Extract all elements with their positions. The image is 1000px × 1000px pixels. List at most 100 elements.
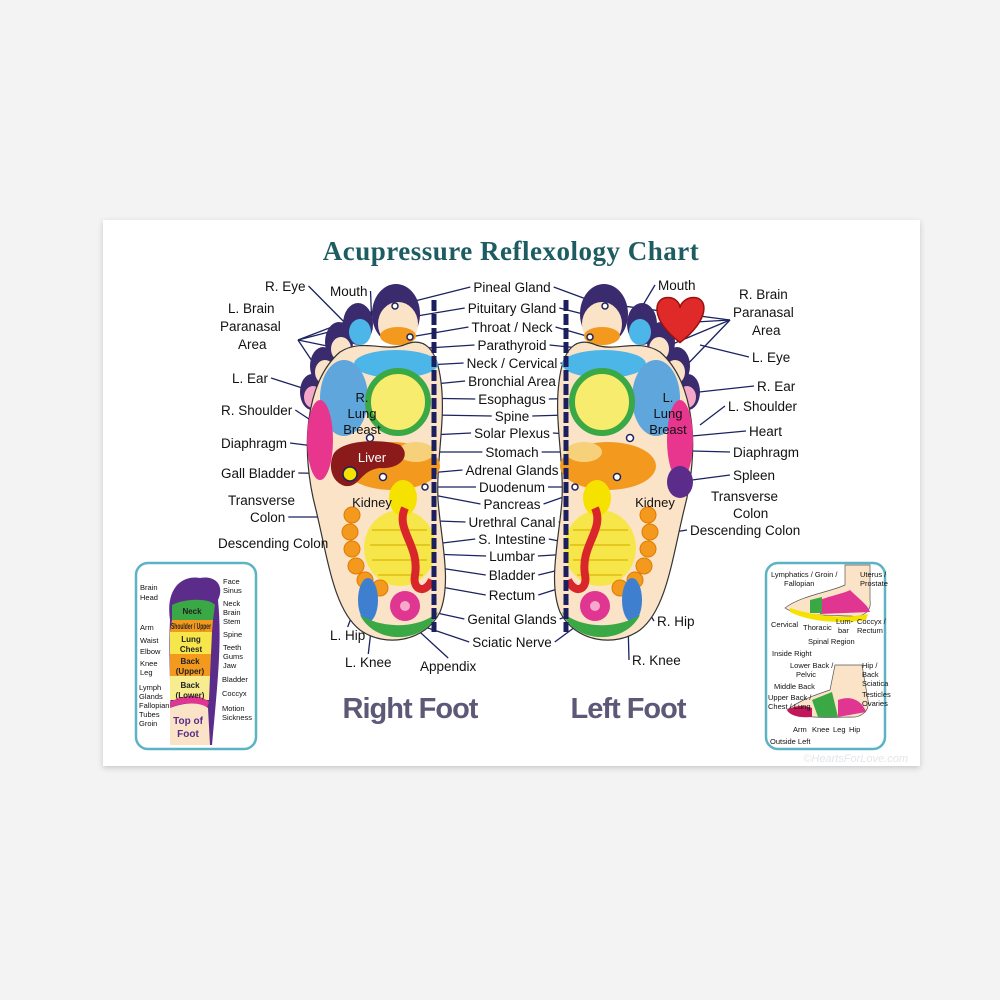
inset-label: Fallopian — [784, 579, 814, 588]
left-foot-label: Descending Colon — [690, 523, 800, 538]
left-foot-label: Heart — [749, 424, 782, 439]
inset-label: Outside Left — [770, 737, 811, 746]
inset-zone-label: Shoulder / Upper — [171, 622, 211, 631]
right-foot-label: R. Shoulder — [221, 403, 293, 418]
inset-label: Sickness — [222, 713, 252, 722]
left-foot-label: Mouth — [658, 278, 696, 293]
right-foot-label: Area — [238, 337, 267, 352]
right-foot-label: L. Ear — [232, 371, 269, 386]
inset-zone-label: (Upper) — [176, 667, 205, 676]
right-foot-label: Appendix — [420, 659, 477, 674]
center-label: Rectum — [489, 588, 536, 603]
center-label: Sciatic Nerve — [472, 635, 552, 650]
in-foot-label-left: Kidney — [635, 495, 675, 510]
center-label: Adrenal Glands — [465, 463, 558, 478]
center-label: Neck / Cervical — [467, 356, 558, 371]
left-foot-label: Transverse — [711, 489, 778, 504]
leader-line — [699, 405, 726, 426]
right-foot-label: Descending Colon — [218, 536, 328, 551]
inset-zone-label: Lung — [181, 635, 201, 644]
leader-line — [691, 474, 731, 481]
left-foot-label: Area — [752, 323, 781, 338]
inset-label: Stem — [223, 617, 241, 626]
inset-label: Middle Back — [774, 682, 815, 691]
leader-line — [681, 319, 731, 371]
in-foot-label-left: Lung — [654, 406, 683, 421]
inset-label: Lymph — [139, 683, 161, 692]
right-foot-label: L. Brain — [228, 301, 275, 316]
center-label: Genital Glands — [467, 612, 557, 627]
center-label: Spine — [495, 409, 530, 424]
left-foot-label: Diaphragm — [733, 445, 799, 460]
inset-label: Groin — [139, 719, 157, 728]
right-foot-label: Paranasal — [220, 319, 281, 334]
in-foot-label-right: Liver — [358, 450, 387, 465]
inset-top-of-foot: BrainHeadFaceSinusNeckBrainStemSpineArmW… — [134, 561, 258, 751]
inset-label: Motion — [222, 704, 245, 713]
in-foot-label-left: Breast — [649, 422, 687, 437]
chart-title: Acupressure Reflexology Chart — [323, 236, 699, 266]
inset-label: Glands — [139, 692, 163, 701]
left-foot-label: L. Shoulder — [728, 399, 798, 414]
inset-label: Back — [862, 670, 879, 679]
leader-line — [409, 326, 469, 338]
inset-label: Thoracic — [803, 623, 832, 632]
center-label: Lumbar — [489, 549, 535, 564]
center-label: Esophagus — [478, 392, 546, 407]
inset-label: Teeth — [223, 643, 241, 652]
leader-line — [689, 385, 755, 394]
inset-label: Coccyx / — [857, 617, 887, 626]
inset-label: Ovaries — [862, 699, 888, 708]
inset-label: Upper Back / — [768, 693, 812, 702]
inset-label: Tubes — [139, 710, 160, 719]
inset-zone-label: Back — [180, 657, 200, 666]
inset-label: Arm — [140, 623, 154, 632]
inset-label: Uterus / — [860, 570, 887, 579]
left-foot-label: Spleen — [733, 468, 775, 483]
inset-label: Lymphatics / Groin / — [771, 570, 838, 579]
inset-zone-label: Neck — [182, 607, 202, 616]
inset-zone-label: Foot — [177, 729, 199, 740]
center-label: Stomach — [485, 445, 538, 460]
inset-label: Brain — [140, 583, 158, 592]
inset-label: Leg — [140, 668, 153, 677]
inset-label: Brain — [223, 608, 241, 617]
left-foot-label: L. Eye — [752, 350, 790, 365]
inset-label: Jaw — [223, 661, 237, 670]
right-foot-label: L. Hip — [330, 628, 365, 643]
left-foot-label: R. Knee — [632, 653, 681, 668]
center-label: Bladder — [489, 568, 536, 583]
watermark: ©HeartsForLove.com — [803, 753, 908, 765]
inset-label: Knee — [140, 659, 158, 668]
right-foot-label: L. Knee — [345, 655, 392, 670]
inset-label: Hip — [849, 725, 860, 734]
center-label: Pancreas — [483, 497, 540, 512]
inset-label: Elbow — [140, 647, 161, 656]
inset-label: Testicles — [862, 690, 891, 699]
right-foot-label: Colon — [250, 510, 285, 525]
center-label: Throat / Neck — [471, 320, 552, 335]
inset-label: Bladder — [222, 675, 248, 684]
inset-label: Waist — [140, 636, 159, 645]
inset-label: Knee — [812, 725, 830, 734]
left-foot-title: Left Foot — [570, 693, 686, 725]
in-foot-label-right: Breast — [343, 422, 381, 437]
leader-line — [554, 626, 576, 643]
gall-bladder-point — [342, 466, 358, 482]
inset-label: Spinal Region — [808, 637, 855, 646]
inset-label: Lum- — [836, 617, 854, 626]
left-foot-label: R. Brain — [739, 287, 788, 302]
inset-label: bar — [838, 626, 849, 635]
inset-label: Face — [223, 577, 240, 586]
center-label: S. Intestine — [478, 532, 546, 547]
center-label: Pineal Gland — [473, 280, 550, 295]
center-label: Urethral Canal — [468, 515, 555, 530]
left-foot-label: R. Hip — [657, 614, 695, 629]
in-foot-label-left: L. — [663, 390, 674, 405]
in-foot-label-right: Kidney — [352, 495, 392, 510]
inset-label: Neck — [223, 599, 240, 608]
inset-label: Leg — [833, 725, 846, 734]
center-label: Parathyroid — [477, 338, 546, 353]
